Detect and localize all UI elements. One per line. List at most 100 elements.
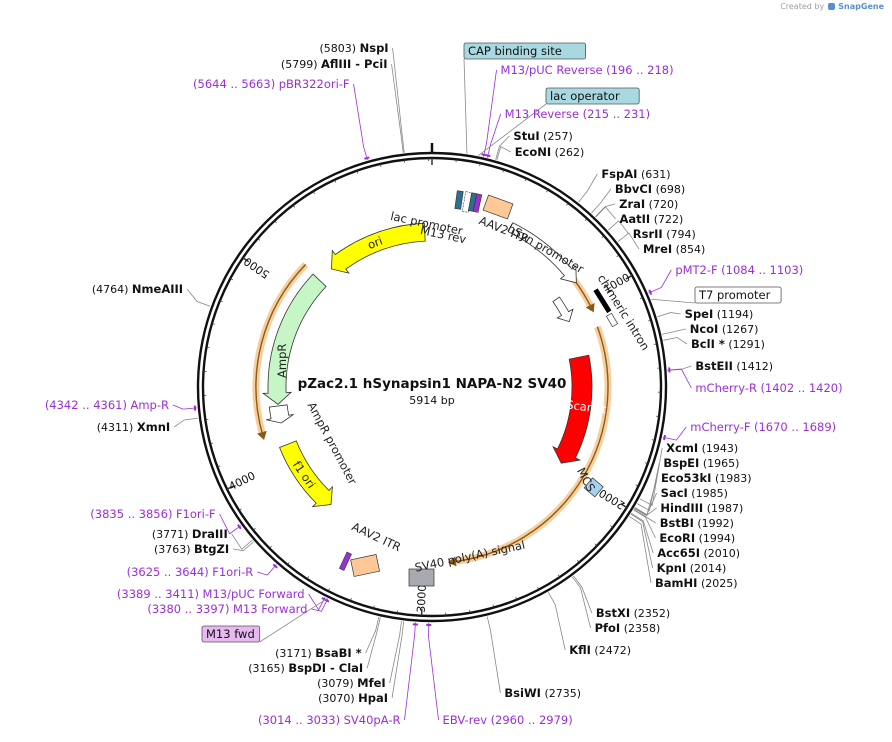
site-name: BamHI — [655, 576, 697, 590]
feature-box — [694, 286, 782, 304]
site-position: (2014) — [690, 562, 727, 575]
feature-box-text: CAP binding site — [468, 44, 562, 58]
site-name: BsiWI — [504, 686, 541, 700]
primer-name: Amp-R — [130, 398, 169, 412]
site-position: (5799) — [281, 58, 318, 71]
primer-range: (3625 .. 3644) — [127, 565, 209, 579]
tick-mark — [226, 485, 234, 490]
box-leader — [259, 598, 328, 643]
site-position: (631) — [641, 168, 671, 181]
tick-mark — [350, 598, 352, 602]
mcs-block — [583, 477, 604, 498]
site-label: KflI (2472) — [569, 643, 631, 657]
site-label: NcoI (1267) — [690, 322, 759, 336]
primer-range: (5644 .. 5663) — [193, 77, 275, 91]
primer-label: (3625 .. 3644) F1ori-R — [127, 565, 254, 579]
feature-arrow — [266, 404, 294, 424]
tick-mark — [334, 179, 337, 183]
site-leader — [366, 617, 381, 669]
primer-name: M13/pUC Forward — [203, 587, 305, 601]
primer-name: mCherry-R — [695, 381, 757, 395]
feature-box — [201, 625, 261, 643]
aav2-itr-bottom-block — [350, 554, 381, 577]
tick-mark — [269, 545, 272, 549]
tick-mark — [238, 508, 242, 511]
primer-label: (3835 .. 3856) F1ori-F — [90, 507, 215, 521]
primer-range: (1670 .. 1689) — [754, 420, 836, 434]
tick-mark — [312, 191, 315, 195]
site-position: (1987) — [707, 502, 744, 515]
tick-mark — [566, 202, 569, 206]
tick-mark — [242, 257, 250, 263]
site-position: (2472) — [594, 644, 631, 657]
plasmid-title: pZac2.1 hSynapsin1 NAPA-N2 SV40 — [298, 376, 567, 392]
tick-mark — [651, 439, 655, 441]
site-label: (3763) BtgZI — [154, 542, 229, 556]
tick-mark — [253, 527, 256, 531]
site-label: BsiWI (2735) — [504, 686, 581, 700]
site-leader — [486, 616, 501, 694]
feature-highlight-line — [453, 326, 609, 563]
site-position: (4311) — [97, 421, 134, 434]
tick-mark — [210, 442, 214, 445]
site-name: KflI — [569, 643, 591, 657]
primer-label: EBV-rev (2960 .. 2979) — [443, 713, 573, 727]
site-label: BspEI (1965) — [663, 456, 739, 470]
site-label: BstEII (1412) — [695, 359, 773, 373]
site-position: (2735) — [544, 687, 581, 700]
tick-mark — [292, 204, 296, 208]
site-name: EcoRI — [659, 531, 695, 545]
tick-mark — [616, 254, 620, 257]
site-position: (1992) — [697, 517, 734, 530]
site-name: BstEII — [695, 359, 733, 373]
primer-name: SV40pA-R — [344, 713, 401, 727]
site-leader — [663, 337, 688, 345]
primer-name: pMT2-F — [675, 263, 717, 277]
site-leader — [496, 146, 511, 161]
feature-highlight-arrow — [257, 430, 267, 440]
site-name: SacI — [661, 486, 688, 500]
site-name: BclI * — [691, 337, 725, 351]
small-features — [338, 190, 619, 587]
site-label: XcmI (1943) — [666, 441, 738, 455]
site-position: (1985) — [691, 487, 728, 500]
site-name: ZraI — [619, 197, 645, 211]
ori-label: ori — [366, 234, 385, 253]
feature-arrow — [331, 222, 426, 274]
site-label: StuI (257) — [513, 129, 572, 143]
site-name: BstXI — [596, 606, 630, 620]
site-position: (1412) — [736, 360, 773, 373]
site-name: PfoI — [595, 621, 621, 635]
tick-mark — [219, 300, 223, 302]
primer-mark — [237, 524, 242, 530]
primer-name: pBR322ori-F — [279, 77, 350, 91]
site-label: (3070) HpaI — [318, 691, 388, 705]
tick-mark — [648, 319, 652, 322]
primer-label: mCherry-F (1670 .. 1689) — [690, 420, 836, 434]
primer-leader — [311, 598, 329, 612]
primer-leader — [404, 622, 416, 721]
primer-label: (3380 .. 3397) M13 Forward — [147, 602, 307, 616]
site-name: MreI — [643, 242, 672, 256]
site-label: HindIII (1987) — [660, 501, 743, 515]
site-label: EcoNI (262) — [515, 145, 585, 159]
site-label: (5803) NspI — [320, 41, 389, 55]
site-leader — [631, 512, 654, 554]
tick-mark — [594, 543, 598, 547]
tick-mark — [287, 562, 290, 565]
tick-mark — [584, 218, 588, 221]
aav2-itr-top-block — [482, 194, 514, 220]
primer-range: (3380 .. 3397) — [147, 602, 229, 616]
primer-leader — [662, 426, 687, 441]
tick-mark — [625, 274, 633, 280]
primer-name: EBV-rev — [443, 713, 488, 727]
primer-range: (1402 .. 1420) — [760, 381, 842, 395]
ampr-label: AmpR — [275, 344, 289, 378]
snapgene-credit: Created by SnapGene — [780, 2, 884, 11]
site-label: Acc65I (2010) — [657, 546, 740, 560]
label-layer: lac promoter M13 rev AAV2 ITR hSyn promo… — [45, 41, 843, 727]
tick-mark — [557, 574, 561, 578]
site-position: (1291) — [728, 338, 765, 351]
site-label: (3165) BspDI - ClaI — [248, 661, 363, 675]
